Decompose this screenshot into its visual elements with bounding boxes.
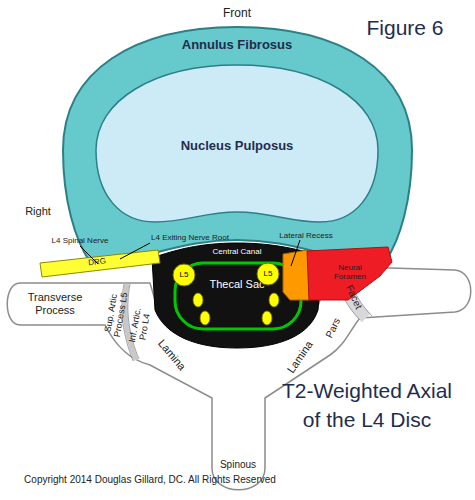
- lateral-recess-shape: [283, 250, 310, 300]
- lateral-recess: Lateral Recess: [279, 248, 311, 302]
- annulus-fibrosus-shape: [63, 27, 412, 262]
- lateral-recess-outline: [279, 248, 311, 302]
- nerve-rootlet: [200, 311, 210, 325]
- annulus-fibrosus: Annulus FibrosusNucleus Pulposus: [63, 27, 413, 267]
- lateral-recess-text: Lateral Recess: [271, 231, 341, 240]
- nucleus-pulposus-text: Nucleus Pulposus: [147, 139, 327, 154]
- nerve-root-circle: L5: [172, 263, 196, 287]
- part-label: L4 Spinal Nerve: [40, 236, 120, 245]
- nerve-root-circle-shape: [173, 264, 195, 286]
- figure-number: Figure 6: [350, 16, 460, 40]
- nucleus-pulposus: Nucleus Pulposus: [95, 64, 379, 224]
- direction-label: Right: [13, 205, 63, 218]
- nerve-root-circle-text: L5: [174, 270, 194, 279]
- nerve-rootlet: [262, 311, 272, 325]
- nucleus-pulposus-shape: [96, 65, 378, 222]
- nerve-root-circle-shape: [257, 263, 279, 285]
- annulus-fibrosus-text: Annulus Fibrosus: [147, 38, 327, 53]
- part-label: L4 Exiting Nerve Root: [135, 233, 245, 242]
- neural-foramen-text: Neural Foramen: [330, 263, 370, 281]
- part-label: Spinous: [208, 459, 268, 471]
- nerve-root-circle-text: L5: [258, 269, 278, 278]
- nerve-root-circle: L5: [256, 262, 280, 286]
- central-canal-text: Central Canal: [197, 247, 277, 256]
- copyright-note: Copyright 2014 Douglas Gillard, DC. All …: [0, 474, 300, 486]
- dorsal-root-ganglion: DRG: [38, 246, 163, 280]
- central-canal-shape: [152, 243, 322, 348]
- figure-title: T2-Weighted Axial of the L4 Disc: [275, 376, 460, 435]
- direction-label: Front: [207, 7, 267, 21]
- part-label: Transverse Process: [20, 291, 90, 316]
- nerve-rootlet: [193, 293, 203, 307]
- nerve-rootlet: [269, 293, 279, 307]
- dorsal-root-ganglion-shape: [40, 250, 160, 277]
